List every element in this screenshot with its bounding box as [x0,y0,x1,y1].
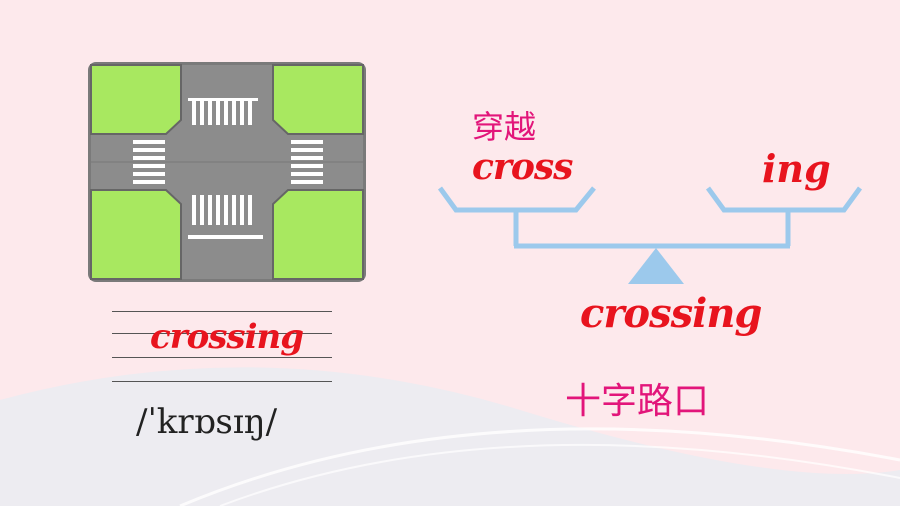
result-chinese: 十字路口 [565,381,710,422]
phonetic-transcription: /ˈkrɒsɪŋ/ [136,402,278,442]
vocab-word: crossing [150,317,304,357]
left-part-word: cross [472,146,573,188]
writing-lines: crossing [112,305,332,385]
right-part-suffix: ing [762,146,831,191]
balance-scale [437,186,863,284]
crossroads-illustration [88,62,366,282]
left-part-chinese: 穿越 [472,108,537,146]
result-word: crossing [580,290,762,337]
